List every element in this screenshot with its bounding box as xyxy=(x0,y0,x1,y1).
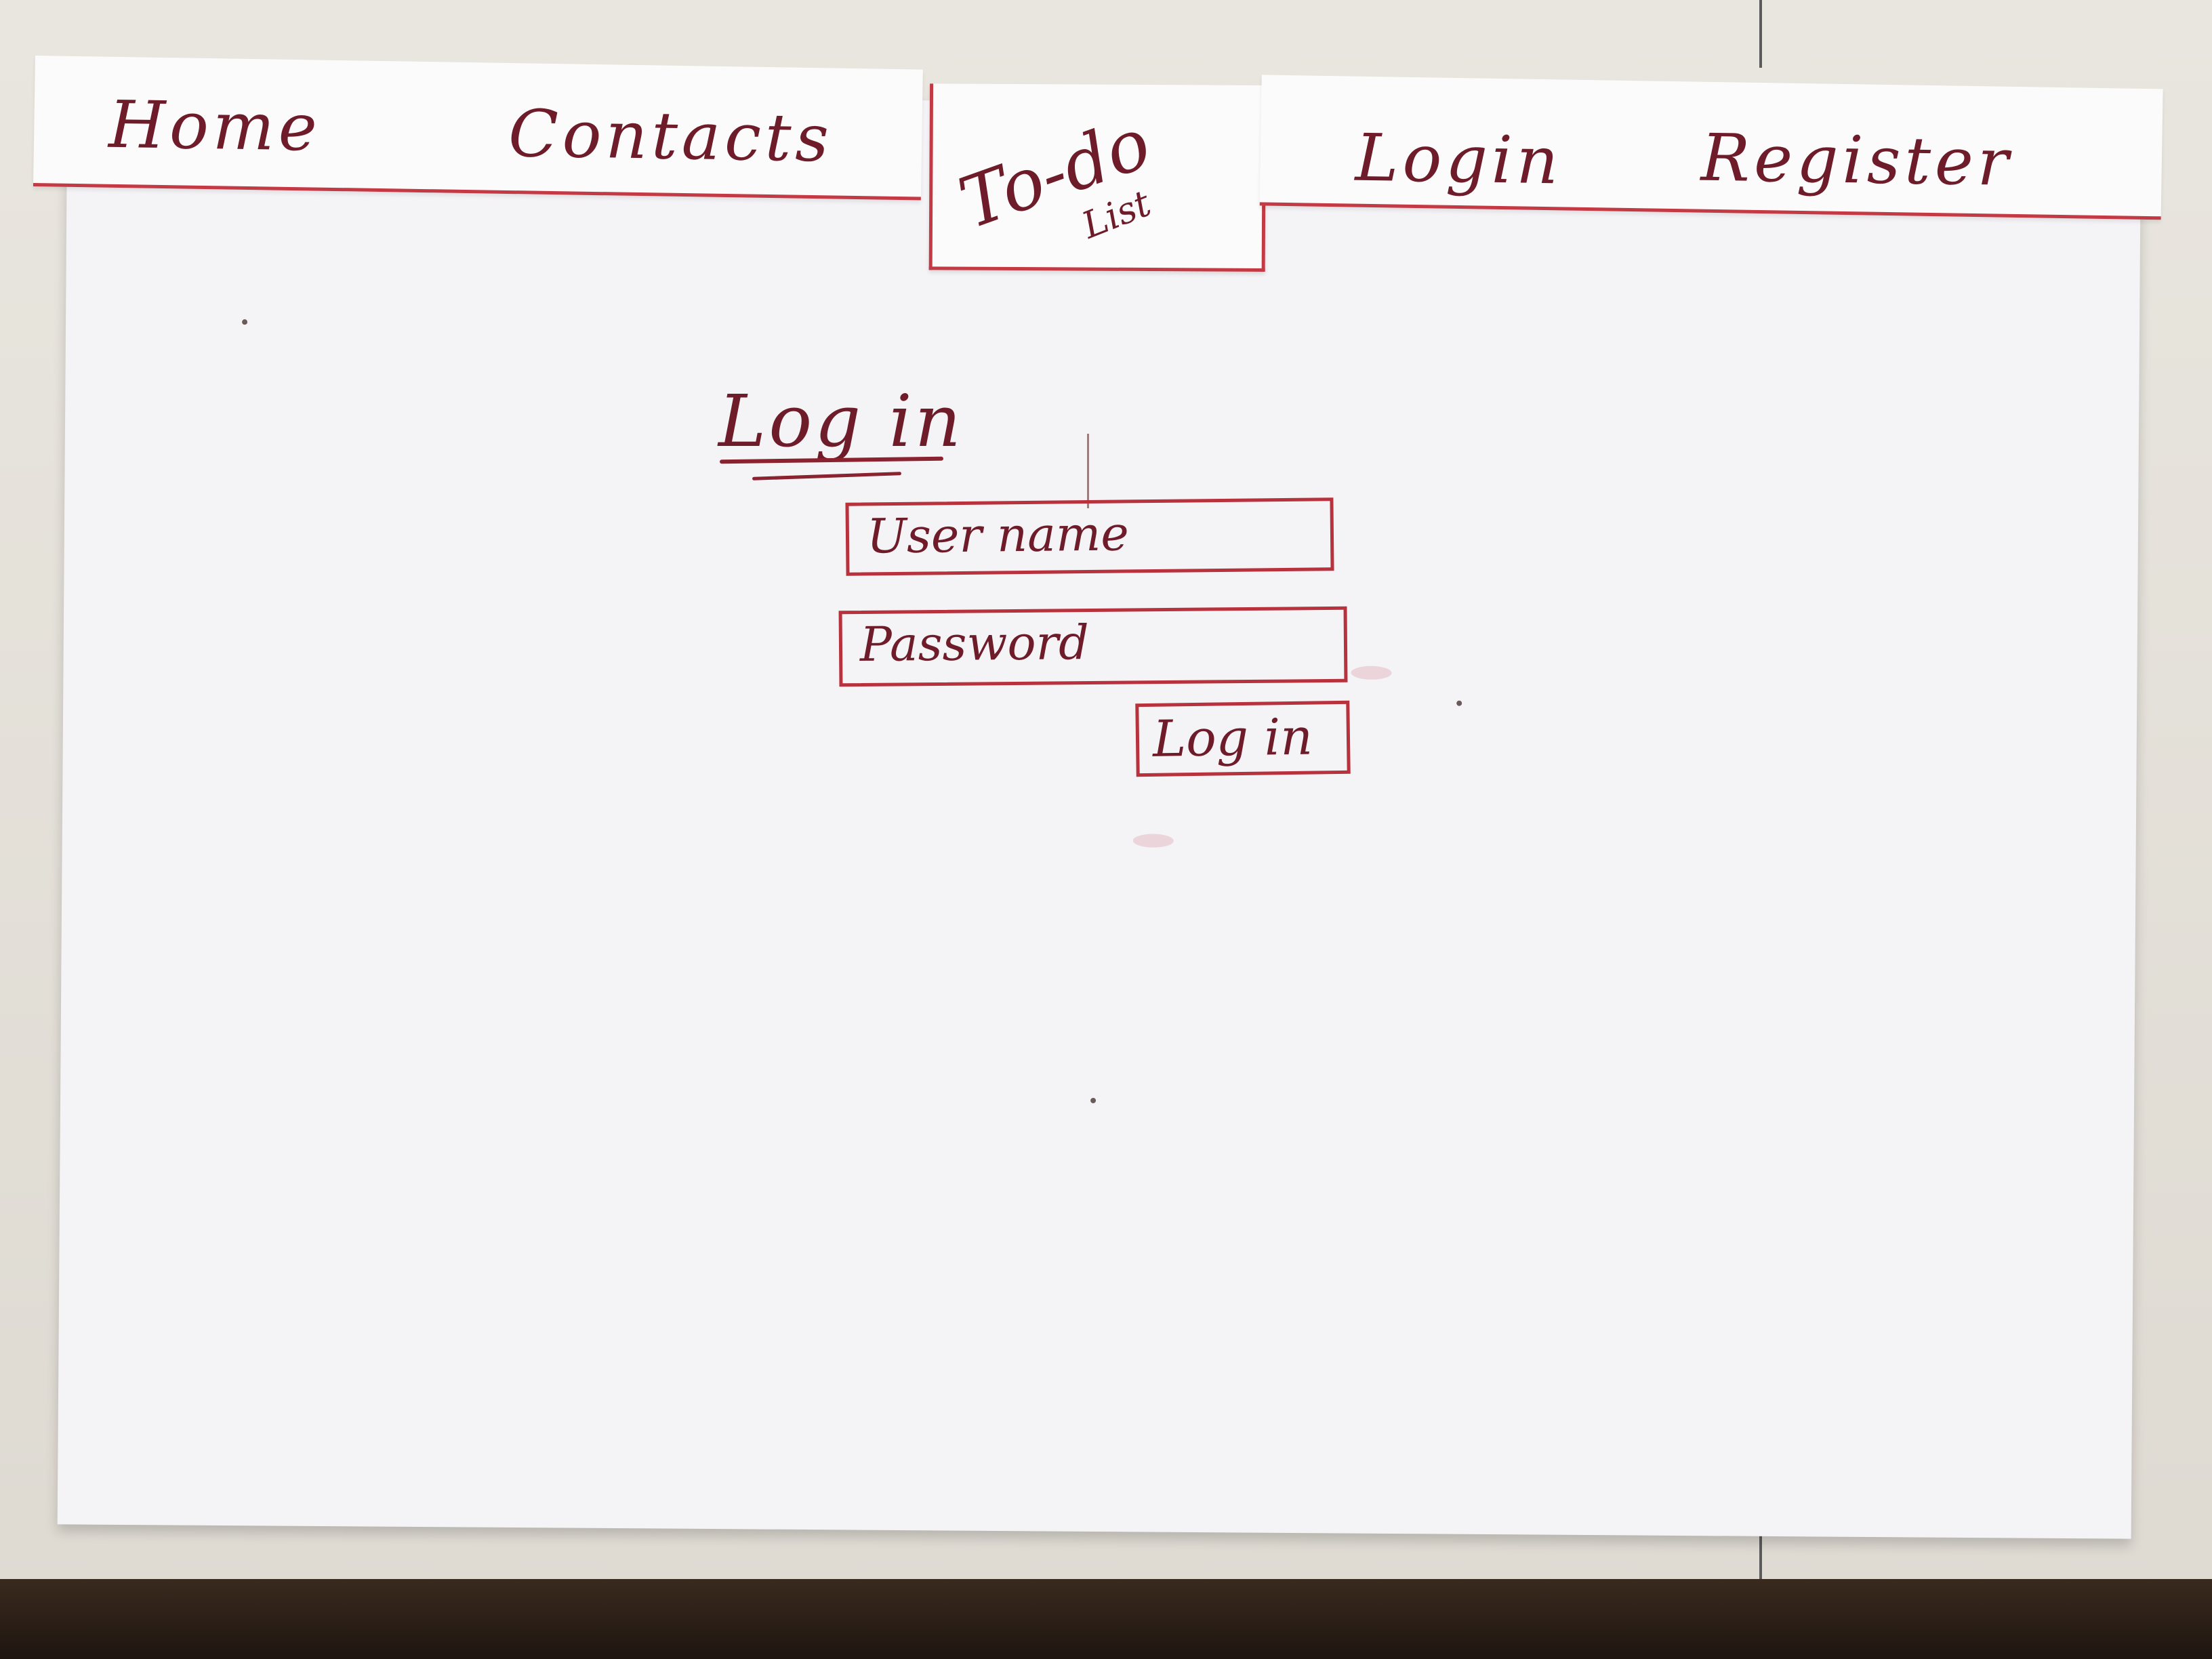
table-seam-bottom xyxy=(1759,1532,1762,1579)
paper-sheet xyxy=(57,94,2142,1539)
nav-link-register[interactable]: Register xyxy=(1700,119,2013,201)
username-field[interactable]: User name xyxy=(845,497,1334,576)
paper-speck xyxy=(1090,1097,1097,1103)
ink-smudge xyxy=(1132,834,1174,848)
nav-tab-todo-list[interactable]: To-do List xyxy=(928,83,1267,272)
paper-speck xyxy=(1456,700,1462,706)
login-button[interactable]: Log in xyxy=(1135,700,1351,777)
paper-speck xyxy=(242,319,248,325)
floor xyxy=(0,1579,2212,1659)
nav-link-home[interactable]: Home xyxy=(108,86,322,166)
nav-band-left: Home Contacts xyxy=(33,56,923,201)
password-field[interactable]: Password xyxy=(838,606,1348,687)
nav-link-contacts[interactable]: Contacts xyxy=(508,95,834,177)
table-seam xyxy=(1759,0,1762,68)
pencil-mark xyxy=(1087,434,1089,508)
login-heading: Log in xyxy=(718,380,964,463)
nav-link-login[interactable]: Login xyxy=(1354,119,1563,199)
nav-band-right: Login Register xyxy=(1259,75,2163,220)
ink-smudge xyxy=(1351,665,1392,680)
